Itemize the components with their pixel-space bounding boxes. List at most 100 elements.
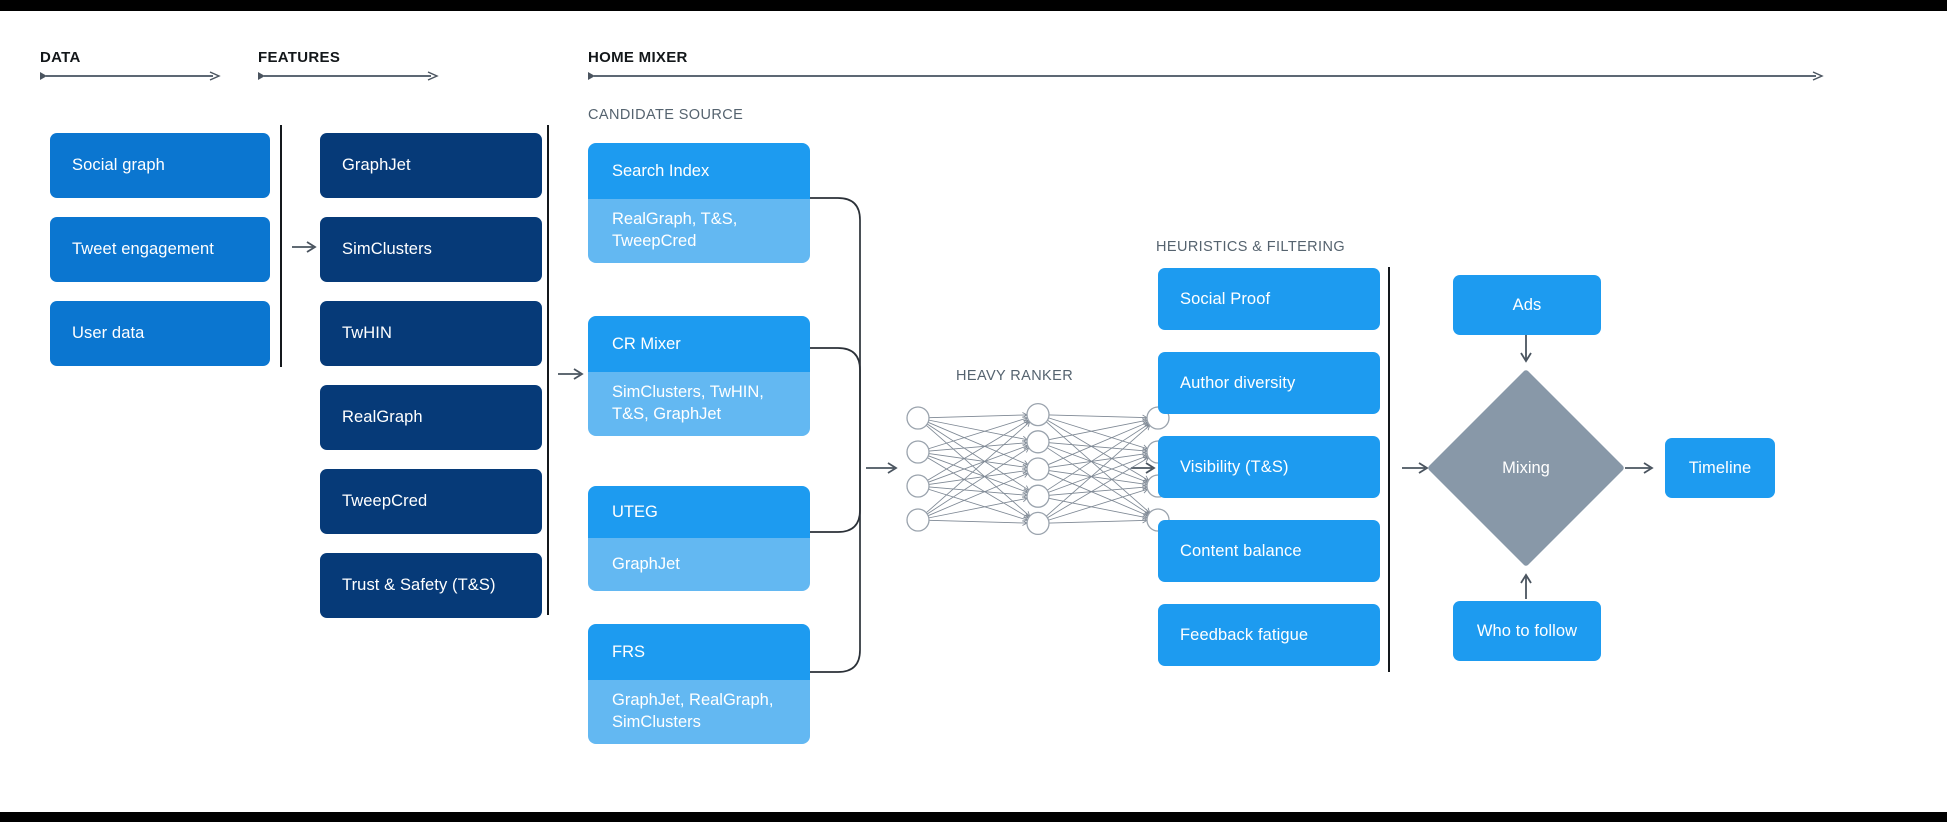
axis-bar bbox=[46, 75, 213, 77]
nn-edge bbox=[927, 457, 1029, 519]
arrow-mixing-to-timeline bbox=[1625, 462, 1654, 474]
nn-edge bbox=[1048, 470, 1148, 485]
nn-node-input-1 bbox=[906, 406, 930, 430]
heuristic-box-author-diversity[interactable]: Author diversity bbox=[1158, 352, 1380, 414]
feature-box-tweepcred[interactable]: TweepCred bbox=[320, 469, 542, 534]
feature-box-realgraph[interactable]: RealGraph bbox=[320, 385, 542, 450]
axis-start-marker bbox=[588, 72, 595, 80]
nn-edge bbox=[926, 447, 1030, 515]
nn-edge bbox=[1048, 442, 1148, 452]
output-box-label: Ads bbox=[1512, 295, 1542, 314]
axis-arrow-features bbox=[258, 71, 439, 81]
data-box-user-data[interactable]: User data bbox=[50, 301, 270, 366]
subsection-title-heavy-ranker: HEAVY RANKER bbox=[956, 368, 1074, 384]
candidate-source-title: CR Mixer bbox=[588, 316, 810, 372]
heuristic-box-label: Content balance bbox=[1180, 541, 1302, 560]
feature-box-label: TweepCred bbox=[342, 492, 428, 510]
output-box-label: Who to follow bbox=[1476, 621, 1578, 640]
candidate-source-title: Search Index bbox=[588, 143, 810, 199]
output-box-timeline[interactable]: Timeline bbox=[1665, 438, 1775, 498]
divider-features-homemixer bbox=[547, 125, 549, 615]
heuristic-box-visibility[interactable]: Visibility (T&S) bbox=[1158, 436, 1380, 498]
data-box-tweet-engagement[interactable]: Tweet engagement bbox=[50, 217, 270, 282]
nn-edge bbox=[928, 442, 1028, 452]
nn-edge bbox=[928, 417, 1028, 450]
nn-edge bbox=[1047, 457, 1149, 519]
heuristic-box-social-proof[interactable]: Social Proof bbox=[1158, 268, 1380, 330]
arrow-who-to-follow-to-mixing bbox=[1520, 573, 1532, 599]
nn-edge bbox=[1048, 453, 1148, 468]
nn-edge bbox=[1047, 419, 1149, 481]
section-title-data: DATA bbox=[40, 49, 81, 66]
candidate-source-search-index[interactable]: Search Index RealGraph, T&S, TweepCred bbox=[588, 143, 810, 263]
candidate-source-bracket bbox=[810, 197, 861, 673]
nn-node-input-2 bbox=[906, 440, 930, 464]
heuristic-box-feedback-fatigue[interactable]: Feedback fatigue bbox=[1158, 604, 1380, 666]
feature-box-label: SimClusters bbox=[342, 240, 433, 258]
nn-edge bbox=[925, 421, 1031, 514]
nn-edge bbox=[928, 453, 1028, 468]
data-box-social-graph[interactable]: Social graph bbox=[50, 133, 270, 198]
nn-edge bbox=[928, 470, 1028, 485]
data-box-label: Tweet engagement bbox=[72, 240, 214, 258]
nn-edge bbox=[1047, 472, 1149, 517]
divider-data-features bbox=[280, 125, 282, 367]
nn-edge bbox=[1048, 488, 1148, 521]
feature-box-trust-and-safety[interactable]: Trust & Safety (T&S) bbox=[320, 553, 542, 618]
nn-edge bbox=[1048, 414, 1148, 419]
feature-box-simclusters[interactable]: SimClusters bbox=[320, 217, 542, 282]
candidate-source-uteg[interactable]: UTEG GraphJet bbox=[588, 486, 810, 591]
arrow-heuristics-to-mixing bbox=[1402, 462, 1429, 474]
feature-box-label: GraphJet bbox=[342, 156, 411, 174]
feature-box-graphjet[interactable]: GraphJet bbox=[320, 133, 542, 198]
nn-edge bbox=[928, 445, 1028, 483]
nn-edge bbox=[928, 455, 1028, 493]
nn-edge-arrow-icon bbox=[1023, 485, 1030, 491]
heuristic-box-label: Author diversity bbox=[1180, 373, 1296, 392]
output-box-ads[interactable]: Ads bbox=[1453, 275, 1601, 335]
candidate-source-features: GraphJet bbox=[588, 538, 810, 591]
nn-edge bbox=[927, 472, 1029, 517]
nn-edge bbox=[1045, 424, 1151, 517]
nn-edge bbox=[1048, 419, 1148, 441]
nn-edge bbox=[1048, 497, 1148, 519]
arrow-features-to-candidate-source bbox=[558, 368, 584, 380]
nn-edge bbox=[1048, 519, 1148, 524]
nn-node-input-3 bbox=[906, 474, 930, 498]
heuristic-box-label: Visibility (T&S) bbox=[1180, 457, 1289, 476]
nn-edge bbox=[928, 419, 1028, 441]
candidate-source-features: RealGraph, T&S, TweepCred bbox=[588, 199, 810, 263]
candidate-source-frs[interactable]: FRS GraphJet, RealGraph, SimClusters bbox=[588, 624, 810, 744]
axis-arrow-home-mixer bbox=[588, 71, 1824, 81]
data-box-label: User data bbox=[72, 324, 145, 342]
heavy-ranker-neural-network bbox=[906, 402, 1170, 536]
axis-end-arrow-icon bbox=[209, 71, 221, 81]
output-box-who-to-follow[interactable]: Who to follow bbox=[1453, 601, 1601, 661]
mixing-label: Mixing bbox=[1502, 458, 1550, 477]
divider-heuristics-mixing bbox=[1388, 267, 1390, 672]
nn-edge-arrow-icon bbox=[1023, 447, 1030, 453]
nn-edge bbox=[927, 419, 1029, 481]
heuristic-box-content-balance[interactable]: Content balance bbox=[1158, 520, 1380, 582]
feature-box-label: Trust & Safety (T&S) bbox=[342, 576, 496, 594]
candidate-source-cr-mixer[interactable]: CR Mixer SimClusters, TwHIN, T&S, GraphJ… bbox=[588, 316, 810, 436]
nn-edge bbox=[926, 423, 1030, 491]
data-box-label: Social graph bbox=[72, 156, 165, 174]
nn-edge bbox=[1048, 486, 1148, 496]
nn-node-hidden-5 bbox=[1026, 511, 1050, 536]
feature-box-twhin[interactable]: TwHIN bbox=[320, 301, 542, 366]
axis-start-marker bbox=[258, 72, 265, 80]
candidate-source-title: UTEG bbox=[588, 486, 810, 538]
nn-edge bbox=[1046, 447, 1150, 515]
nn-edge bbox=[928, 486, 1028, 496]
heuristic-box-label: Social Proof bbox=[1180, 289, 1271, 308]
nn-edge bbox=[1045, 421, 1151, 514]
axis-bar bbox=[594, 75, 1816, 77]
candidate-source-title: FRS bbox=[588, 624, 810, 680]
nn-edge bbox=[1048, 417, 1148, 450]
output-box-label: Timeline bbox=[1688, 458, 1752, 477]
nn-edge bbox=[1047, 421, 1149, 466]
arrow-data-to-features bbox=[292, 241, 317, 253]
nn-node-hidden-2 bbox=[1026, 430, 1050, 454]
